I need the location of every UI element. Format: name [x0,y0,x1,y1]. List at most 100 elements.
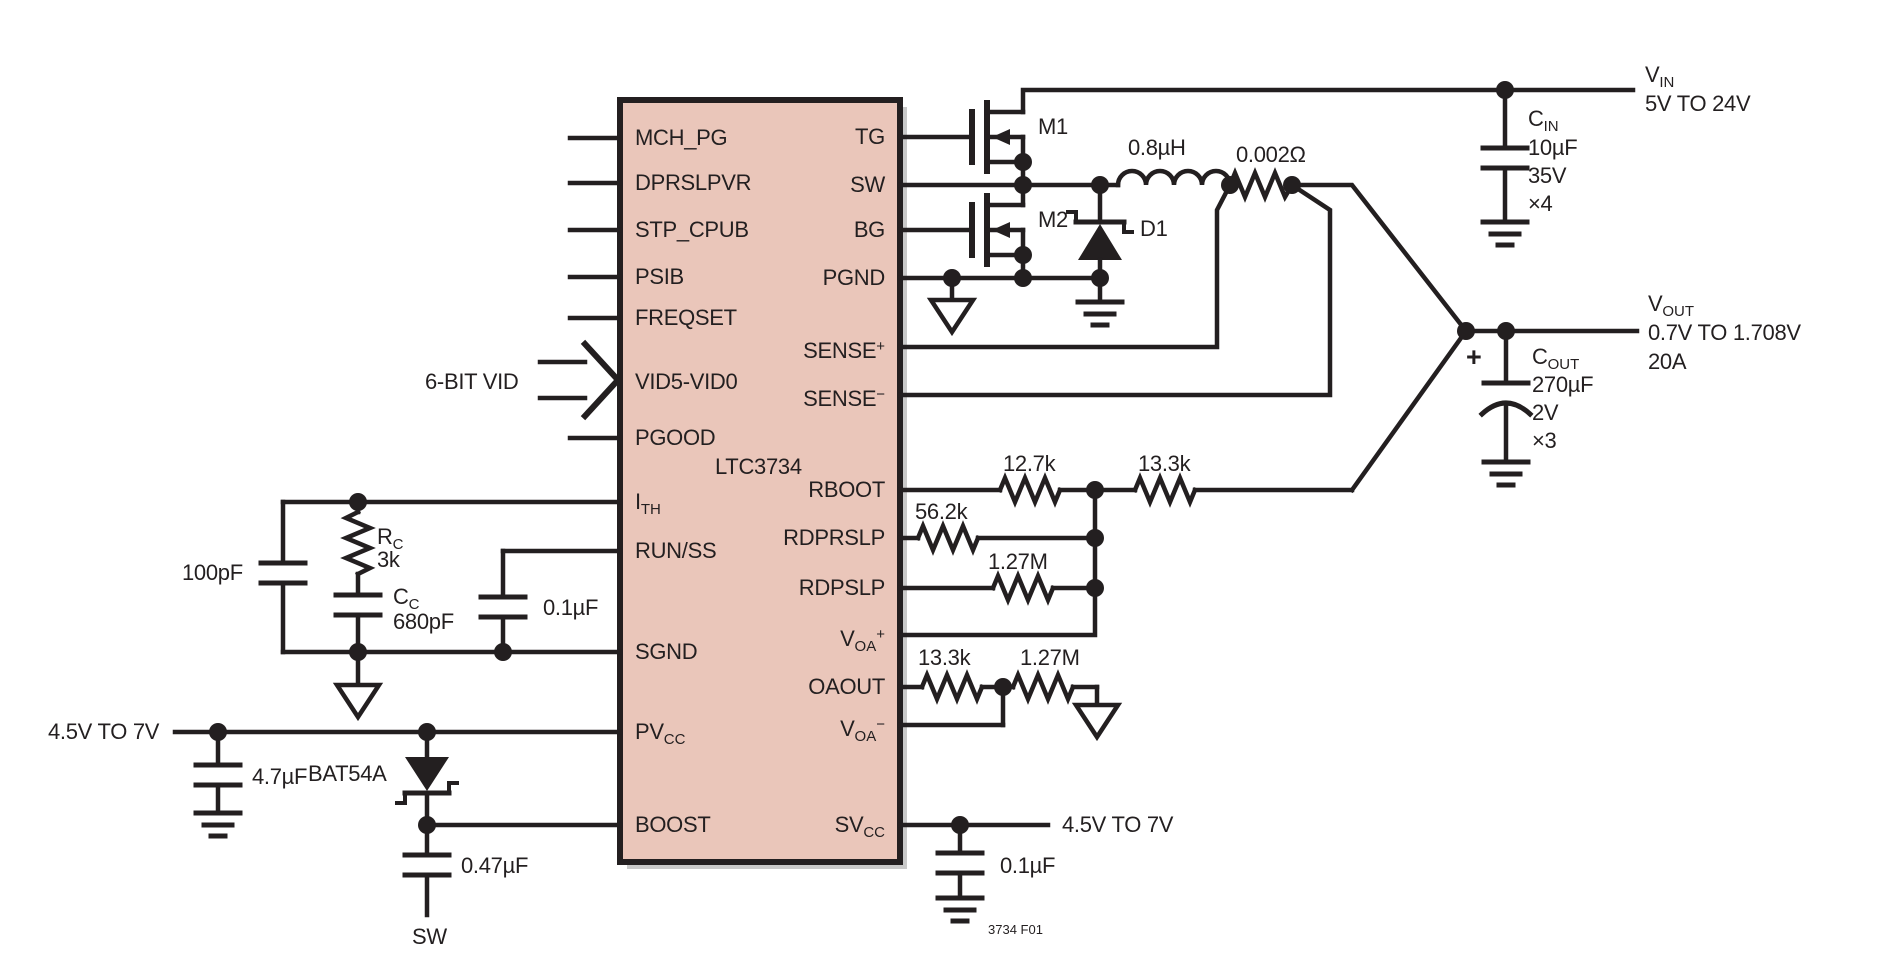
capacitor-boost-0p47uF [402,822,452,918]
pin-label-pgnd: PGND [822,265,886,290]
rdpslp-value-label: 1.27M [988,549,1048,574]
capacitor-cin [1480,87,1530,248]
pin-label-rdpslp: RDPSLP [798,575,886,600]
rboot1-value-label: 12.7k [1003,451,1056,476]
cc-value-label: 680pF [393,609,454,634]
pvcc-rail-label: 4.5V TO 7V [48,719,160,744]
resistor-rboot-13p3k [1132,327,1470,508]
cout-value-label: 270µF [1532,372,1594,397]
pin-label-sw: SW [850,172,885,197]
pin-label-sense-minus: SENSE− [803,386,885,411]
pin-label-pvcc: PVCC [635,719,686,748]
m2-label: M2 [1038,207,1068,232]
cout-quantity-label: ×3 [1532,428,1557,453]
oaout-r2-value-label: 1.27M [1020,645,1080,670]
figure-note: 3734 F01 [988,922,1043,937]
pin-label-mch-pg: MCH_PG [635,125,728,150]
wire-vin-rail [1020,87,1636,115]
m2-arrow-icon [992,222,1010,238]
pin-label-voa-minus: VOA− [840,716,885,745]
pin-label-rboot: RBOOT [808,477,885,502]
vin-range-label: 5V TO 24V [1645,91,1751,116]
boost-diode-label: BAT54A [308,761,387,786]
cout-polarity-label: + [1466,342,1482,372]
cin-quantity-label: ×4 [1528,191,1553,216]
cc-ref-label: CC [393,584,420,613]
rboot2-value-label: 13.3k [1138,451,1191,476]
vout-label: VOUT [1648,291,1695,320]
c-boost-value-label: 0.47µF [461,853,529,878]
vid-bus-arrow-icon [537,339,623,421]
vout-range-label: 0.7V TO 1.708V [1648,320,1801,345]
resistor-sense-0p002 [1227,167,1296,203]
pin-label-sgnd: SGND [635,639,698,664]
cin-voltage-label: 35V [1528,163,1567,188]
pin-label-pgood: PGOOD [635,425,716,450]
vout-current-label: 20A [1648,349,1687,374]
wire-sw-to-vout [1289,182,1470,335]
pin-label-ith: ITH [635,489,661,518]
cout-ref-label: COUT [1532,344,1580,373]
wire-left-input-stubs [567,135,623,441]
pin-label-freqset: FREQSET [635,305,737,330]
junction-dots [209,81,1515,834]
ic-body [617,97,903,865]
schottky-diode-d1 [1066,182,1134,328]
capacitor-pvcc-4p7uF [193,729,243,839]
rc-ref-label: RC [377,524,404,553]
d1-label: D1 [1140,216,1168,241]
pin-label-run-ss: RUN/SS [635,538,717,563]
capacitor-cout [1478,328,1534,488]
schottky-diode-bat54a [395,729,459,828]
oaout-r1-value-label: 13.3k [918,645,971,670]
pin-label-psib: PSIB [635,264,684,289]
pin-label-svcc: SVCC [834,812,885,841]
wire-sgnd-rail [280,649,623,722]
ground-triangle-oaout [1071,702,1123,742]
c-runss-value-label: 0.1µF [543,595,599,620]
rdprslp-value-label: 56.2k [915,499,968,524]
wire-voa-minus [897,684,1006,728]
ground-triangle-sgnd [332,682,384,722]
m1-arrow-icon [992,129,1010,145]
sense-resistor-value-label: 0.002Ω [1236,142,1306,167]
c-ith-value-label: 100pF [182,560,243,585]
m1-label: M1 [1038,114,1068,139]
cin-ref-label: CIN [1528,106,1559,135]
capacitor-svcc-0p1uF [935,822,985,924]
pin-label-sense-plus: SENSE+ [803,338,885,363]
mosfet-m2 [897,182,1026,281]
svcc-rail-label: 4.5V TO 7V [1062,812,1174,837]
pin-label-rdprslp: RDPRSLP [783,525,885,550]
sw-node-label: SW [412,924,447,949]
cout-voltage-label: 2V [1532,400,1559,425]
pin-label-tg: TG [855,124,885,149]
c-svcc-value-label: 0.1µF [1000,853,1056,878]
ground-triangle-pgnd [926,297,978,337]
pin-label-dprslpvr: DPRSLPVR [635,170,752,195]
wire-pgnd [897,275,1103,337]
mosfet-m1 [897,100,1026,188]
pin-label-bg: BG [853,217,885,242]
pin-label-voa-plus: VOA+ [840,626,885,655]
cin-value-label: 10µF [1528,135,1578,160]
wire-sense-plus [897,181,1234,350]
pin-label-stp-cpub: STP_CPUB [635,217,749,242]
c-pvcc-value-label: 4.7µF [252,764,308,789]
vid-bus-label: 6-BIT VID [425,369,519,394]
ic-part-label: LTC3734 [715,454,802,479]
rc-value-label: 3k [377,547,400,572]
resistor-rdprslp-56p2k [897,520,1098,556]
resistor-rdpslp-1p27M [897,570,1098,606]
pin-label-vid5-vid0: VID5-VID0 [635,369,738,394]
resistor-rc-3k [340,499,376,598]
inductor-value-label: 0.8µH [1128,135,1186,160]
vin-label: VIN [1645,62,1675,91]
capacitor-100pF [258,499,308,655]
pin-label-oaout: OAOUT [808,674,885,699]
wire-sense-minus [897,181,1333,398]
inductor-0p8uH [1115,168,1233,188]
pin-label-boost: BOOST [635,812,711,837]
